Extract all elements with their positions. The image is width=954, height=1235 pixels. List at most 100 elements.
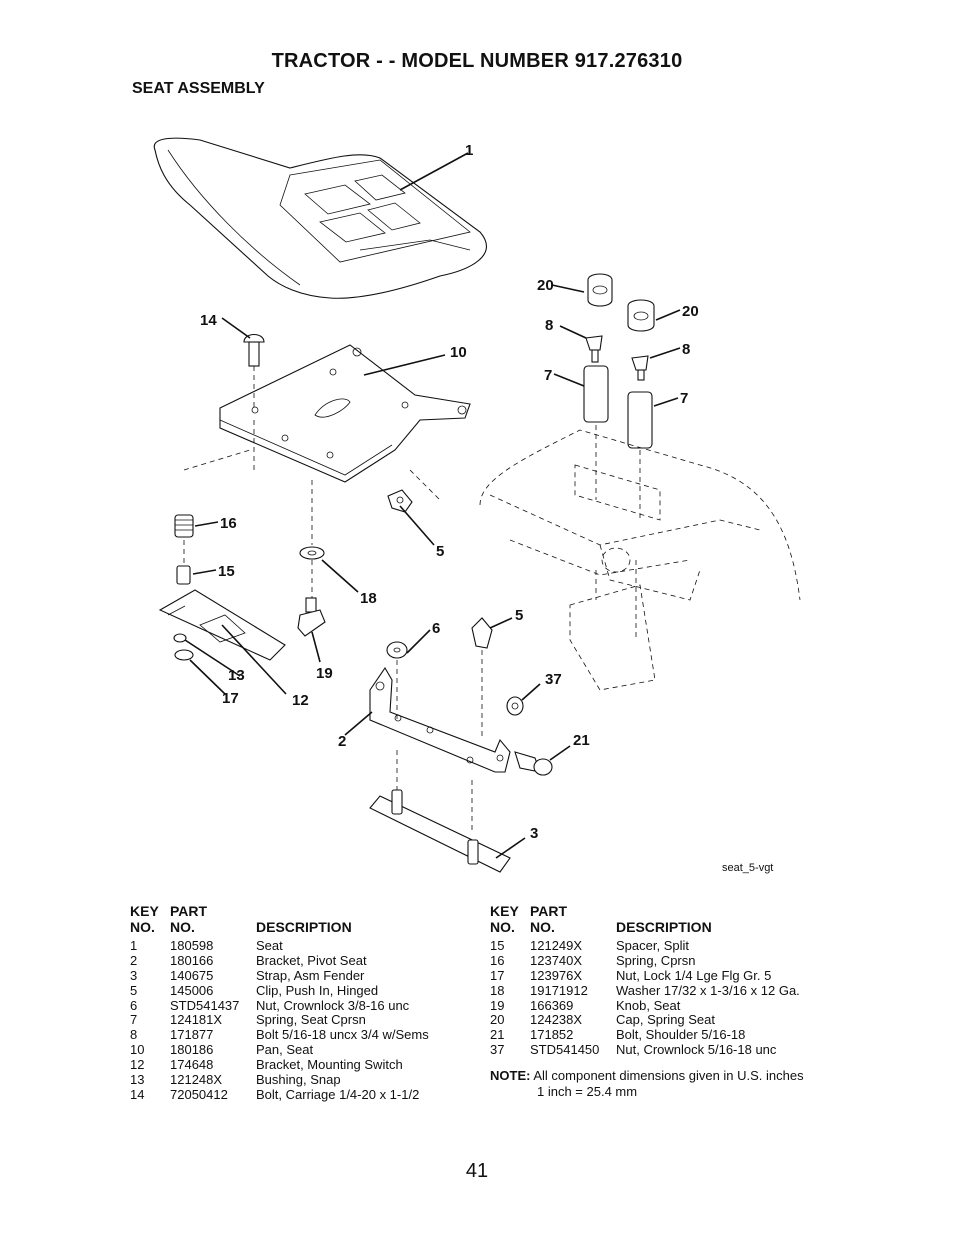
part-number: 19171912 [530, 982, 588, 998]
clip-lower [471, 617, 493, 830]
part-description: Knob, Seat [616, 997, 681, 1013]
leader-lines [184, 152, 681, 859]
key-number: 14 [130, 1086, 145, 1102]
diagram-reference: seat_5-vgt [722, 862, 774, 874]
part-description: Bolt, Carriage 1/4-20 x 1-1/2 [256, 1086, 420, 1102]
callout-12: 12 [292, 692, 309, 709]
key-number: 20 [490, 1012, 505, 1028]
part-number: 121249X [530, 938, 583, 953]
parts-row: 12 174648 Bracket, Mounting Switch [130, 1057, 460, 1073]
key-number: 21 [490, 1027, 505, 1043]
note-block: NOTE: All component dimensions given in … [490, 1068, 804, 1100]
part-number: 171877 [170, 1027, 214, 1043]
switch-hardware [158, 449, 286, 661]
callout-7b: 7 [680, 390, 688, 407]
washer-knob [297, 480, 326, 637]
part-number: 124181X [170, 1012, 223, 1028]
callout-18: 18 [360, 590, 377, 607]
fender-strap-part [369, 789, 511, 873]
callout-labels: 1 20 20 8 8 7 7 14 10 16 15 5 18 6 5 13 … [200, 142, 699, 842]
parts-row: 10 180186 Pan, Seat [130, 1042, 460, 1058]
part-number: 145006 [170, 982, 214, 998]
part-description: Bushing, Snap [256, 1072, 341, 1088]
header-part: PART [530, 903, 568, 919]
callout-19: 19 [316, 665, 333, 682]
part-description: Pan, Seat [256, 1042, 314, 1058]
part-description: Spring, Cprsn [616, 952, 696, 968]
callout-6: 6 [432, 620, 440, 637]
key-number: 3 [130, 967, 138, 983]
part-number: 140675 [170, 967, 214, 983]
clip-upper [387, 469, 441, 513]
header-key: KEY [130, 903, 159, 919]
callout-2: 2 [338, 733, 346, 750]
part-description: Strap, Asm Fender [256, 967, 365, 983]
exploded-parts-diagram: 1 20 20 8 8 7 7 14 10 16 15 5 18 6 5 13 … [153, 137, 801, 873]
callout-37: 37 [545, 671, 562, 688]
part-description: Bracket, Pivot Seat [256, 952, 367, 968]
key-number: 17 [490, 967, 505, 983]
header-key: KEY [490, 903, 519, 919]
seat-part [153, 137, 487, 299]
part-description: Nut, Crownlock 3/8-16 unc [256, 997, 410, 1013]
key-number: 16 [490, 952, 505, 968]
part-description: Bracket, Mounting Switch [256, 1057, 403, 1073]
callout-21: 21 [573, 732, 590, 749]
header-part-no: NO. [170, 919, 195, 935]
part-description: Nut, Crownlock 5/16-18 unc [616, 1042, 777, 1058]
callout-8a: 8 [545, 317, 553, 334]
callout-17: 17 [222, 690, 239, 707]
key-number: 10 [130, 1042, 145, 1058]
part-number: 174648 [170, 1057, 214, 1073]
parts-row: 37 STD541450 Nut, Crownlock 5/16-18 unc [490, 1042, 830, 1058]
callout-7a: 7 [544, 367, 552, 384]
part-number: 180598 [170, 938, 214, 953]
key-number: 19 [490, 997, 505, 1013]
key-number: 37 [490, 1042, 505, 1058]
fender-outline [479, 429, 801, 691]
part-number: STD541450 [530, 1042, 600, 1058]
key-number: 13 [130, 1072, 145, 1088]
part-description: Washer 17/32 x 1-3/16 x 12 Ga. [616, 982, 800, 998]
pivot-bracket-part [369, 660, 511, 800]
callout-5b: 5 [515, 607, 523, 624]
callout-1: 1 [465, 142, 473, 159]
crownlock-nut-upper [386, 641, 408, 659]
callout-13: 13 [228, 667, 245, 684]
header-description: DESCRIPTION [256, 919, 352, 935]
header-no: NO. [490, 919, 515, 935]
key-number: 2 [130, 952, 138, 968]
nut-and-shoulder-bolt [506, 696, 553, 776]
key-number: 7 [130, 1012, 138, 1028]
key-number: 15 [490, 938, 505, 953]
part-description: Cap, Spring Seat [616, 1012, 716, 1028]
callout-3: 3 [530, 825, 538, 842]
part-description: Bolt, Shoulder 5/16-18 [616, 1027, 746, 1043]
callout-15: 15 [218, 563, 235, 580]
note-label: NOTE: [490, 1068, 531, 1083]
callout-14: 14 [200, 312, 217, 329]
part-number: 171852 [530, 1027, 574, 1043]
part-number: 123976X [530, 967, 583, 983]
spring-assembly [583, 273, 655, 520]
header-description: DESCRIPTION [616, 919, 712, 935]
header-no: NO. [130, 919, 155, 935]
parts-row: 3 140675 Strap, Asm Fender [130, 967, 460, 984]
parts-row: 21 171852 Bolt, Shoulder 5/16-18 [490, 1027, 830, 1043]
part-number: 180186 [170, 1042, 214, 1058]
callout-8b: 8 [682, 341, 690, 358]
callout-16: 16 [220, 515, 237, 532]
key-number: 12 [130, 1057, 145, 1073]
key-number: 1 [130, 938, 138, 953]
